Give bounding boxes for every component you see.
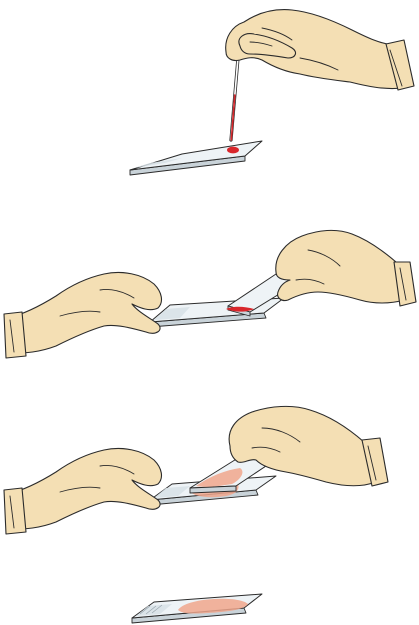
- step-4-finished-smear: [131, 593, 263, 624]
- gloved-hand: [225, 9, 415, 91]
- step-2-spread-blood: [3, 229, 417, 359]
- left-gloved-hand: [3, 447, 163, 535]
- capillary-pipette: [229, 56, 240, 142]
- slide: [129, 140, 263, 176]
- step-1-drop-blood: [129, 9, 415, 176]
- blood-drop: [227, 146, 239, 154]
- finished-blood-smear: [178, 598, 248, 614]
- blood-line: [226, 306, 254, 312]
- step-3-push-smear: [3, 405, 389, 535]
- right-gloved-hand: [275, 229, 417, 307]
- right-gloved-hand: [228, 405, 389, 487]
- left-gloved-hand: [3, 271, 163, 359]
